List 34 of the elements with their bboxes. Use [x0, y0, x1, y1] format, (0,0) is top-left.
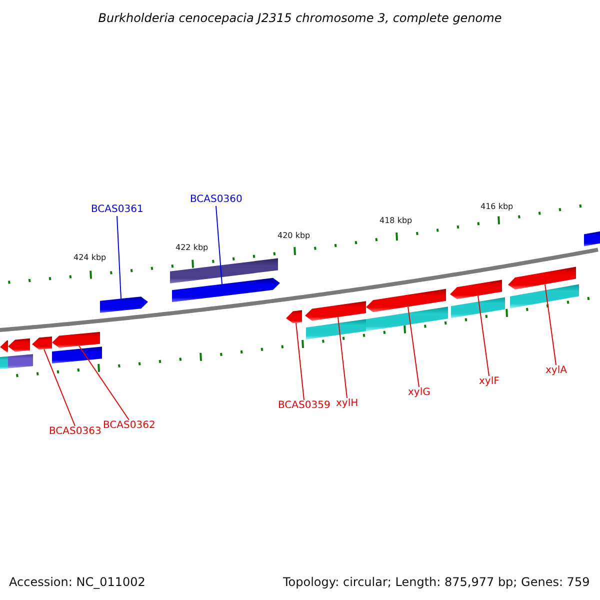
- gene-feature: [32, 336, 52, 350]
- scale-label: 420 kbp: [278, 232, 310, 240]
- gene-label: xylH: [336, 399, 358, 409]
- gene-feature: [305, 301, 366, 321]
- scale-label: 416 kbp: [480, 203, 514, 211]
- gene-feature: [366, 288, 446, 312]
- leader-line: [78, 345, 130, 420]
- gene-feature: [450, 280, 502, 300]
- gene-label: BCAS0360: [190, 195, 242, 205]
- leader-line: [338, 316, 348, 398]
- leader-line: [478, 295, 490, 376]
- gene-feature: [172, 278, 280, 302]
- gene-label: xylG: [408, 388, 430, 398]
- gene-label: xylF: [479, 377, 500, 387]
- gene-feature: [508, 266, 576, 290]
- gene-feature: [100, 296, 148, 313]
- leader-line: [408, 306, 420, 388]
- genome-summary-text: Topology: circular; Length: 875,977 bp; Genes: 759: [283, 576, 590, 588]
- gene-feature: [286, 310, 302, 324]
- gene-label: BCAS0363: [49, 427, 102, 437]
- gene-label: BCAS0362: [103, 421, 156, 431]
- gene-label: BCAS0361: [91, 205, 144, 215]
- scale-label: 418 kbp: [380, 217, 412, 225]
- leader-line: [116, 216, 122, 300]
- accession-text: Accession: NC_011002: [9, 576, 146, 588]
- gene-label: xylA: [546, 366, 567, 376]
- leader-line: [216, 206, 222, 285]
- scale-label: 424 kbp: [74, 254, 106, 262]
- gene-label: BCAS0359: [278, 401, 330, 411]
- leader-line: [44, 348, 76, 426]
- leader-line: [544, 284, 556, 366]
- map-title: Burkholderia cenocepacia J2315 chromosome 3, complete genome: [97, 12, 503, 24]
- scale-label: 422 kbp: [176, 244, 208, 252]
- leader-line: [296, 322, 304, 400]
